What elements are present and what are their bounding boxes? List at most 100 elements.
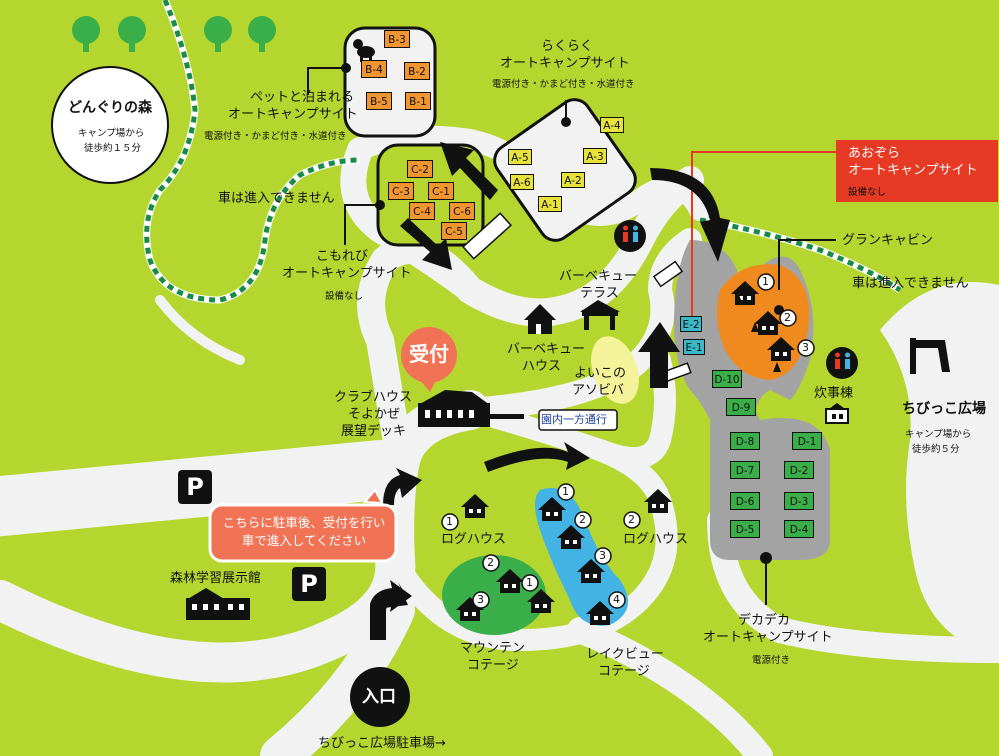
lake-cottage-4-number: 4	[613, 593, 620, 606]
plot-d-1[interactable]: D-1	[792, 432, 822, 450]
plot-b-5[interactable]: B-5	[366, 92, 392, 110]
parking-sign-2	[292, 567, 326, 601]
restroom-icon-2	[826, 347, 858, 379]
aozora-label-box	[836, 140, 998, 202]
loghouse-right-label: ログハウス	[623, 532, 689, 547]
plot-c-5[interactable]: C-5	[441, 222, 467, 240]
restroom-icon	[614, 220, 646, 252]
slide-icon	[910, 338, 950, 374]
yoikono-playground-area	[591, 336, 639, 404]
no-cars-label-2: 車は進入できません	[852, 276, 969, 291]
kitchen-label: 炊事棟	[814, 386, 854, 401]
mountain-cottage-label-2: コテージ	[467, 658, 519, 673]
lake-cottage-3-number: 3	[599, 549, 606, 562]
plot-a-2[interactable]: A-2	[561, 172, 585, 188]
gran-cabin-3-number: 3	[802, 341, 809, 354]
chibikko-note-2: 徒歩約５分	[912, 444, 960, 455]
mountain-cottage-2-number: 2	[487, 556, 494, 569]
chibikko-plaza-area	[880, 282, 999, 656]
loghouse-left-label: ログハウス	[441, 532, 507, 547]
no-cars-label-1: 車は進入できません	[218, 191, 335, 206]
parking-sign-1	[178, 470, 212, 504]
parking-notice-bubble	[208, 488, 398, 563]
reception-label[interactable]: 受付	[409, 342, 449, 366]
plot-c-4[interactable]: C-4	[409, 202, 435, 220]
plot-e-2[interactable]: E-2	[680, 316, 702, 332]
bbq-terrace-icon	[580, 300, 620, 330]
plot-d-3[interactable]: D-3	[784, 492, 814, 510]
rakuraku-title-2: オートキャンプサイト	[500, 56, 630, 71]
lakeview-cottage-area	[535, 488, 628, 626]
parking-sign-2-label: P	[300, 570, 318, 598]
kitchen-building-icon	[825, 403, 849, 424]
aozora-note: 設備なし	[848, 187, 887, 198]
parking-sign-1-label: P	[186, 473, 204, 501]
one-way-sign	[538, 409, 618, 431]
plot-e-1[interactable]: E-1	[683, 339, 705, 355]
plot-a-6[interactable]: A-6	[510, 174, 534, 190]
bbq-house-label-2: ハウス	[522, 359, 562, 374]
clubhouse-icon	[418, 390, 524, 427]
donguri-forest-badge	[51, 66, 169, 184]
dekadeka-note: 電源付き	[752, 655, 791, 666]
chibikko-title: ちびっこ広場	[902, 401, 986, 417]
entrance-label: 入口	[362, 687, 396, 707]
komorebi-note: 設備なし	[325, 291, 364, 302]
lakeview-cottage-label-1: レイクビュー	[586, 647, 664, 662]
plot-a-1[interactable]: A-1	[538, 196, 562, 212]
plot-d-6[interactable]: D-6	[730, 492, 760, 510]
donguri-note-1: キャンプ場から	[78, 128, 145, 139]
plot-c-1[interactable]: C-1	[428, 182, 454, 200]
bbq-terrace-label-2: テラス	[580, 286, 619, 301]
dekadeka-title-2: オートキャンプサイト	[703, 630, 833, 645]
parking-notice-line-1: こちらに駐車後、受付を行い	[222, 515, 386, 530]
plot-a-3[interactable]: A-3	[583, 148, 607, 164]
rakuraku-title-1: らくらく	[541, 39, 594, 54]
komorebi-title-1: こもれび	[316, 249, 369, 264]
forest-hall-label: 森林学習展示館	[170, 571, 262, 586]
chibikko-parking-link[interactable]: ちびっこ広場駐車場→	[318, 736, 446, 751]
gran-cabin-1-number: 1	[762, 275, 769, 288]
plot-d-4[interactable]: D-4	[784, 520, 814, 538]
clubhouse-label-3: 展望デッキ	[341, 424, 407, 439]
forest-hall-icon	[186, 588, 250, 620]
mountain-cottage-label-1: マウンテン	[460, 641, 526, 656]
plot-d-7[interactable]: D-7	[730, 461, 760, 479]
pet-site-title-1: ペットと泊まれる	[250, 90, 355, 105]
parking-notice-line-2: 車で進入してください	[241, 533, 367, 548]
loghouse-left-number: 1	[446, 515, 453, 528]
plot-b-3[interactable]: B-3	[384, 30, 410, 48]
clubhouse-label-2: そよかぜ	[348, 407, 401, 422]
plot-d-8[interactable]: D-8	[730, 432, 760, 450]
plot-c-3[interactable]: C-3	[388, 182, 414, 200]
plot-a-4[interactable]: A-4	[600, 117, 624, 133]
tree-icons	[72, 16, 276, 52]
plot-d-9[interactable]: D-9	[726, 398, 756, 416]
pointer-lines	[307, 67, 836, 290]
aozora-title-1: あおぞら	[848, 146, 901, 161]
plot-b-2[interactable]: B-2	[404, 62, 430, 80]
plot-b-4[interactable]: B-4	[361, 60, 387, 78]
reception-bubble[interactable]	[401, 327, 457, 392]
plot-b-1[interactable]: B-1	[405, 92, 431, 110]
plot-d-2[interactable]: D-2	[784, 461, 814, 479]
clubhouse-label-1: クラブハウス	[334, 390, 413, 405]
plot-d-5[interactable]: D-5	[730, 520, 760, 538]
lake-cottage-1-number: 1	[562, 485, 569, 498]
gran-cabin-label: グランキャビン	[842, 233, 934, 248]
entrance-circle	[350, 667, 410, 727]
bbq-house-label-1: バーベキュー	[507, 342, 586, 357]
dekadeka-title-1: デカデカ	[738, 613, 791, 628]
walking-trails	[143, 0, 902, 304]
plot-a-5[interactable]: A-5	[508, 149, 532, 165]
aozora-pointer-line	[691, 151, 836, 325]
plot-c-2[interactable]: C-2	[407, 160, 433, 178]
plot-d-10[interactable]: D-10	[712, 370, 742, 388]
dog-icon	[353, 39, 375, 62]
chibikko-note-1: キャンプ場から	[905, 429, 972, 440]
lake-cottage-2-number: 2	[579, 513, 586, 526]
plot-c-6[interactable]: C-6	[449, 202, 475, 220]
mountain-cottage-1-number: 1	[526, 576, 533, 589]
